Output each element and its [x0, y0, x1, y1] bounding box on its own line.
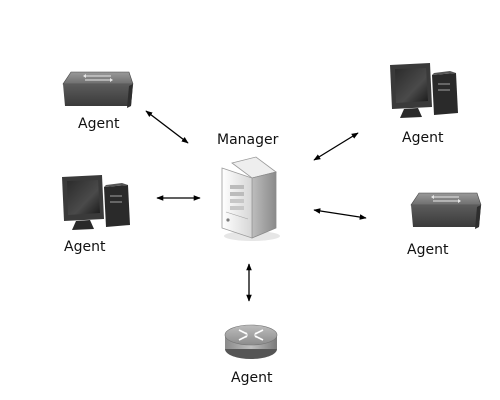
agent-label-top-right: Agent	[402, 130, 444, 146]
router-icon	[224, 324, 278, 359]
link-arrow-top-right	[313, 132, 359, 161]
agent-label-left: Agent	[64, 239, 106, 255]
switch-icon	[410, 192, 482, 229]
agent-label-right: Agent	[407, 242, 449, 258]
server-icon	[221, 156, 280, 241]
workstation-icon	[62, 175, 130, 230]
workstation-icon	[390, 63, 458, 118]
switch-icon	[62, 71, 134, 108]
agent-label-top-left: Agent	[78, 116, 120, 132]
manager-label: Manager	[217, 132, 279, 148]
link-arrow-top-left	[145, 110, 189, 144]
agent-label-bottom: Agent	[231, 370, 273, 386]
link-arrow-right	[313, 208, 367, 220]
